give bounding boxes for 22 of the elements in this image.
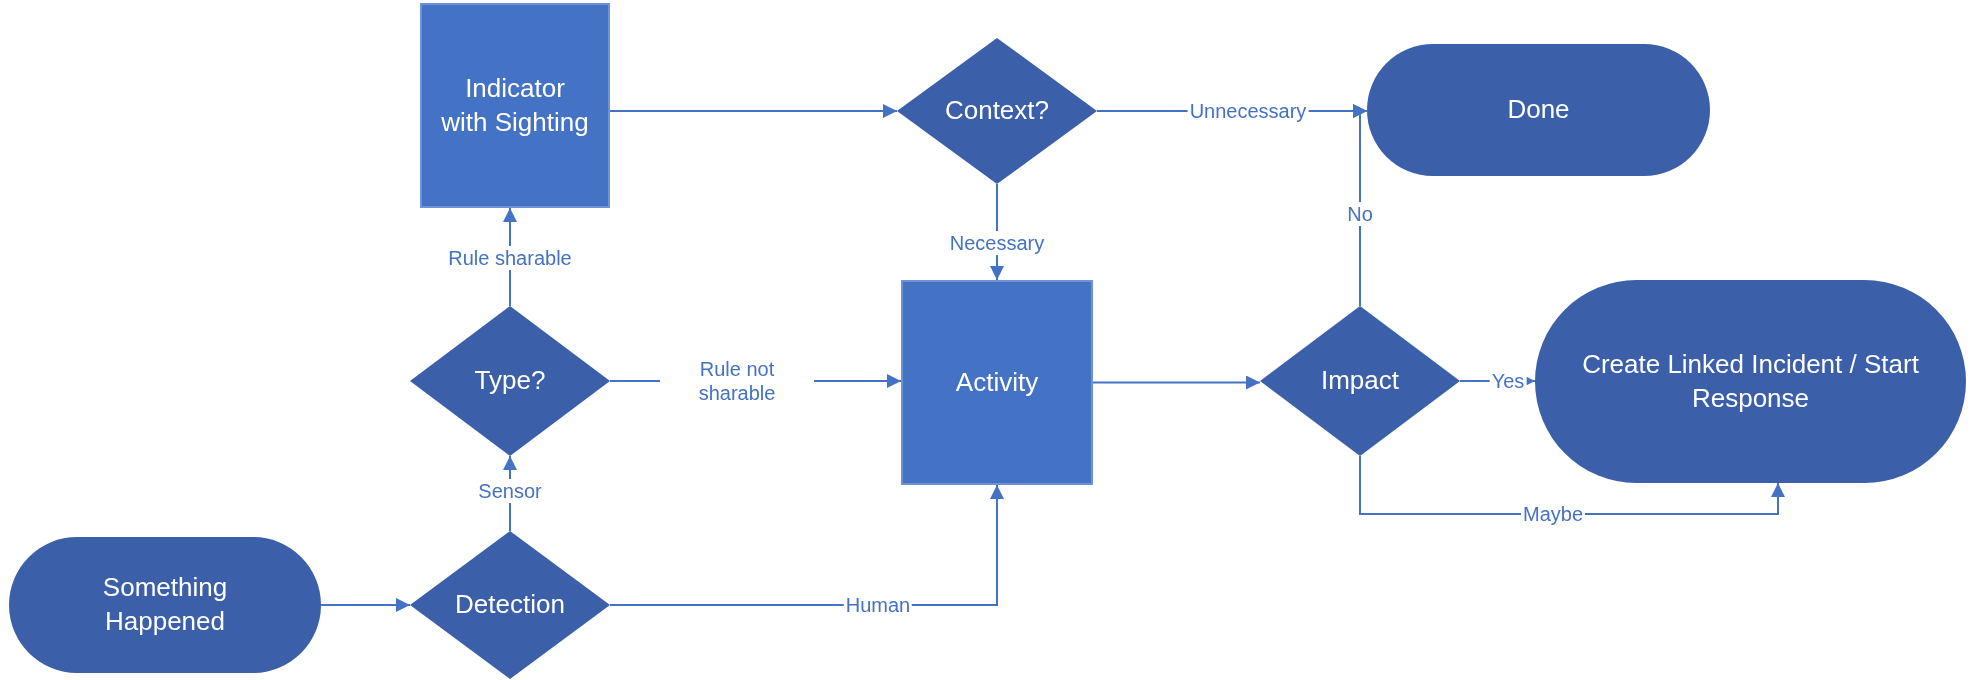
- arrow: [320, 598, 411, 612]
- arrow: [609, 104, 898, 118]
- node-label: Type?: [474, 364, 546, 398]
- arrow: [1353, 104, 1368, 307]
- edge-label: Rule sharable: [446, 246, 574, 270]
- process-box: [420, 3, 610, 208]
- node-label: Activity: [955, 365, 1039, 399]
- decision-diamond: [897, 38, 1097, 184]
- edge-label: No: [1345, 202, 1375, 226]
- decision-diamond: [410, 306, 610, 456]
- node-label: Context?: [944, 94, 1050, 128]
- process-box: [901, 280, 1093, 485]
- node-label: Done: [1507, 93, 1570, 127]
- node-label: Indicator with Sighting: [440, 71, 590, 139]
- node-label: Detection: [455, 588, 565, 622]
- node-label: Create Linked Incident / Start Response: [1581, 347, 1920, 415]
- node-label: Something Happened: [101, 571, 229, 638]
- arrow: [1092, 375, 1261, 390]
- decision-diamond: [410, 531, 610, 679]
- decision-diamond: [1260, 306, 1460, 456]
- edge-label: Sensor: [476, 479, 544, 503]
- node-label: Impact: [1321, 364, 1399, 398]
